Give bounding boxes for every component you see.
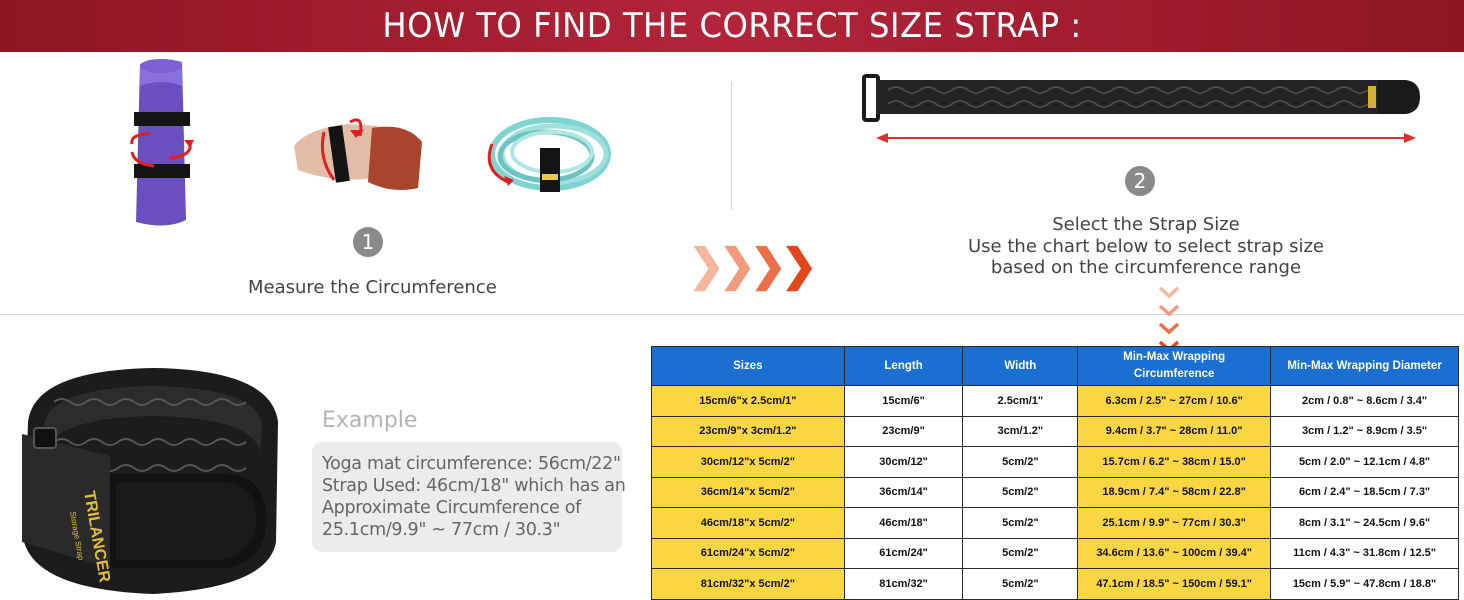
column-header-circumference: Min-Max Wrapping Circumference (1077, 346, 1272, 386)
column-header-width: Width (962, 346, 1079, 386)
table-row: 23cm/9"x 3cm/1.2" 23cm/9" 3cm/1.2" 9.4cm… (651, 415, 1459, 447)
strap-loop-illustration: TRILANCER Storage Strap (22, 368, 278, 594)
cell-circumference: 9.4cm / 3.7" ~ 28cm / 11.0" (1077, 415, 1272, 447)
table-header-row: Sizes Length Width Min-Max Wrapping Circ… (651, 346, 1459, 386)
example-line: Strap Used: 46cm/18" which has an (322, 476, 626, 496)
cell-width: 2.5cm/1" (962, 385, 1079, 417)
hose-illustration (487, 117, 611, 192)
cell-length: 36cm/14" (843, 476, 964, 508)
header-banner: HOW TO FIND THE CORRECT SIZE STRAP : (0, 0, 1464, 52)
step-1-label: Measure the Circumference (248, 277, 497, 298)
horizontal-divider (0, 314, 1464, 315)
down-chevrons (1158, 286, 1184, 358)
next-step-chevrons: ❯ ❯ ❯ ❯ (688, 241, 818, 290)
cell-width: 5cm/2" (962, 537, 1079, 569)
example-line: Approximate Circumference of (322, 498, 582, 518)
example-line: Yoga mat circumference: 56cm/22" (322, 454, 621, 474)
cell-circumference: 34.6cm / 13.6" ~ 100cm / 39.4" (1077, 537, 1272, 569)
cell-width: 5cm/2" (962, 568, 1079, 600)
step-2-badge: 2 (1125, 166, 1155, 196)
example-line: 25.1cm/9.9" ~ 77cm / 30.3" (322, 520, 561, 540)
example-box: Yoga mat circumference: 56cm/22" Strap U… (312, 442, 626, 552)
step-2-line-2: Use the chart below to select strap size (968, 236, 1324, 257)
cell-diameter: 8cm / 3.1" ~ 24.5cm / 9.6" (1270, 507, 1459, 539)
cell-diameter: 5cm / 2.0" ~ 12.1cm / 4.8" (1270, 446, 1459, 478)
cell-width: 5cm/2" (962, 446, 1079, 478)
table-row: 81cm/32"x 5cm/2" 81cm/32" 5cm/2" 47.1cm … (651, 568, 1459, 600)
cell-length: 23cm/9" (843, 415, 964, 447)
chevron-down-icon (1158, 322, 1180, 335)
cell-diameter: 2cm / 0.8" ~ 8.6cm / 3.4" (1270, 385, 1459, 417)
column-header-circumference-text: Min-Max Wrapping Circumference (1123, 351, 1226, 380)
cell-width: 5cm/2" (962, 507, 1079, 539)
cell-circumference: 15.7cm / 6.2" ~ 38cm / 15.0" (1077, 446, 1272, 478)
cell-circumference: 6.3cm / 2.5" ~ 27cm / 10.6" (1077, 385, 1272, 417)
cell-circumference: 18.9cm / 7.4" ~ 58cm / 22.8" (1077, 476, 1272, 508)
cell-length: 30cm/12" (843, 446, 964, 478)
cell-width: 5cm/2" (962, 476, 1079, 508)
page-title: HOW TO FIND THE CORRECT SIZE STRAP : (382, 6, 1082, 46)
cell-size: 81cm/32"x 5cm/2" (651, 568, 845, 600)
chevron-right-icon: ❯ (718, 241, 756, 290)
table-row: 46cm/18"x 5cm/2" 46cm/18" 5cm/2" 25.1cm … (651, 507, 1459, 539)
step-1-badge: 1 (353, 227, 383, 257)
cell-size: 61cm/24"x 5cm/2" (651, 537, 845, 569)
chevron-right-icon: ❯ (688, 241, 725, 290)
cell-diameter: 3cm / 1.2" ~ 8.9cm / 3.5" (1270, 415, 1459, 447)
strap-flat-illustration (862, 74, 1420, 143)
towel-illustration (294, 118, 422, 190)
cell-diameter: 11cm / 4.3" ~ 31.8cm / 12.5" (1270, 537, 1459, 569)
cell-size: 30cm/12"x 5cm/2" (651, 446, 845, 478)
cell-length: 61cm/24" (843, 537, 964, 569)
column-header-sizes: Sizes (651, 346, 845, 386)
cell-size: 15cm/6"x 2.5cm/1" (651, 385, 845, 417)
step-2-line-1: Select the Strap Size (1052, 214, 1240, 235)
column-header-diameter: Min-Max Wrapping Diameter (1270, 346, 1459, 386)
cell-size: 46cm/18"x 5cm/2" (651, 507, 845, 539)
cell-length: 15cm/6" (843, 385, 964, 417)
chevron-down-icon (1158, 286, 1180, 299)
cell-size: 23cm/9"x 3cm/1.2" (651, 415, 845, 447)
table-row: 36cm/14"x 5cm/2" 36cm/14" 5cm/2" 18.9cm … (651, 476, 1459, 508)
cell-circumference: 25.1cm / 9.9" ~ 77cm / 30.3" (1077, 507, 1272, 539)
vertical-divider (731, 82, 732, 210)
chevron-right-icon: ❯ (749, 241, 787, 290)
cell-length: 46cm/18" (843, 507, 964, 539)
cell-length: 81cm/32" (843, 568, 964, 600)
cell-diameter: 15cm / 5.9" ~ 47.8cm / 18.8" (1270, 568, 1459, 600)
step-2-line-3: based on the circumference range (990, 257, 1302, 278)
yoga-mat-illustration (130, 59, 194, 226)
size-chart-table: Sizes Length Width Min-Max Wrapping Circ… (651, 346, 1459, 600)
example-label: Example (322, 408, 418, 433)
table-row: 15cm/6"x 2.5cm/1" 15cm/6" 2.5cm/1" 6.3cm… (651, 385, 1459, 417)
chevron-down-icon (1158, 304, 1180, 317)
table-row: 61cm/24"x 5cm/2" 61cm/24" 5cm/2" 34.6cm … (651, 537, 1459, 569)
chevron-right-icon: ❯ (780, 241, 818, 290)
cell-diameter: 6cm / 2.4" ~ 18.5cm / 7.3" (1270, 476, 1459, 508)
column-header-length: Length (843, 346, 964, 386)
cell-width: 3cm/1.2" (962, 415, 1079, 447)
cell-size: 36cm/14"x 5cm/2" (651, 476, 845, 508)
table-row: 30cm/12"x 5cm/2" 30cm/12" 5cm/2" 15.7cm … (651, 446, 1459, 478)
cell-circumference: 47.1cm / 18.5" ~ 150cm / 59.1" (1077, 568, 1272, 600)
